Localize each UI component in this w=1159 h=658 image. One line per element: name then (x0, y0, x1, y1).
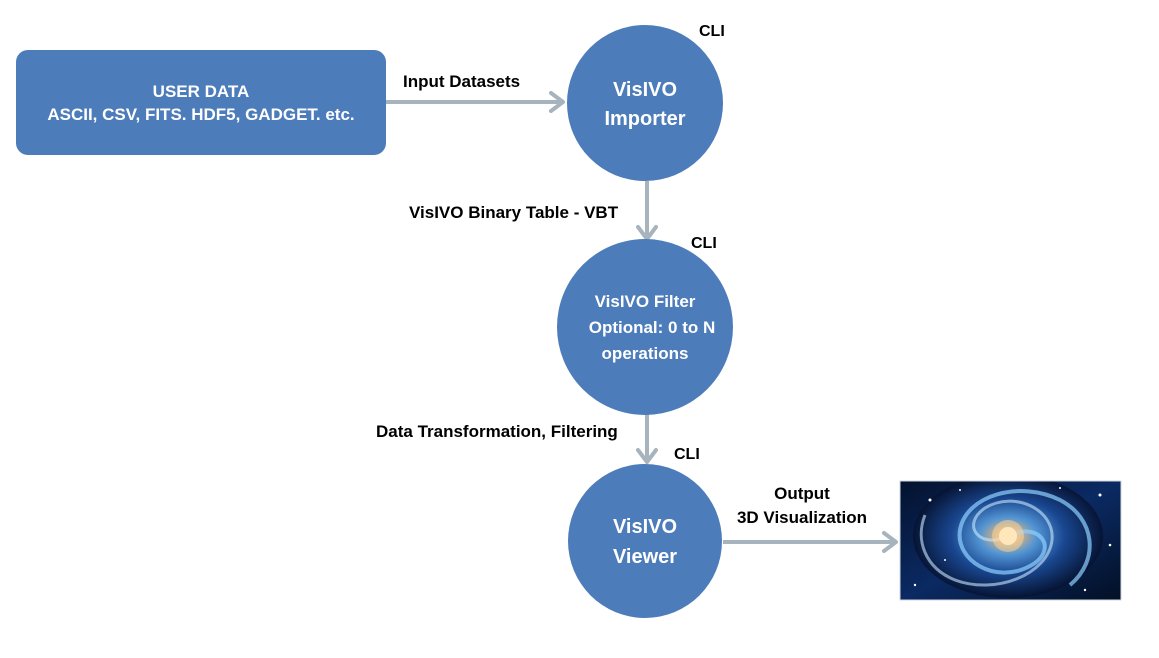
arrow-vbt-head (636, 225, 658, 241)
edge-label-output-1: Output (774, 484, 830, 503)
viewer-node (568, 464, 722, 618)
importer-label-1: VisIVO (613, 79, 677, 101)
arrow-transform-head (636, 448, 658, 464)
filter-label-1: VisIVO Filter (595, 292, 696, 311)
viewer-label-2: Viewer (613, 546, 677, 568)
user-data-formats: ASCII, CSV, FITS. HDF5, GADGET. etc. (47, 105, 354, 124)
viewer-cli-tag: CLI (674, 446, 700, 463)
edge-label-transform: Data Transformation, Filtering (376, 422, 618, 441)
edge-label-vbt: VisIVO Binary Table - VBT (409, 203, 619, 222)
galaxy-image (899, 480, 1122, 601)
edge-label-output-2: 3D Visualization (737, 508, 867, 527)
user-data-node (16, 50, 386, 155)
arrow-input-head (549, 91, 565, 113)
arrow-output-head (882, 531, 898, 553)
filter-cli-tag: CLI (691, 235, 717, 252)
filter-label-3: operations (602, 344, 689, 363)
importer-label-2: Importer (604, 108, 685, 130)
importer-node (567, 25, 723, 181)
filter-label-2: Optional: 0 to N (589, 318, 716, 337)
viewer-label-1: VisIVO (613, 516, 677, 538)
edge-label-input: Input Datasets (403, 72, 520, 91)
importer-cli-tag: CLI (699, 23, 725, 40)
filter-node (557, 239, 733, 415)
user-data-title: USER DATA (153, 82, 250, 101)
